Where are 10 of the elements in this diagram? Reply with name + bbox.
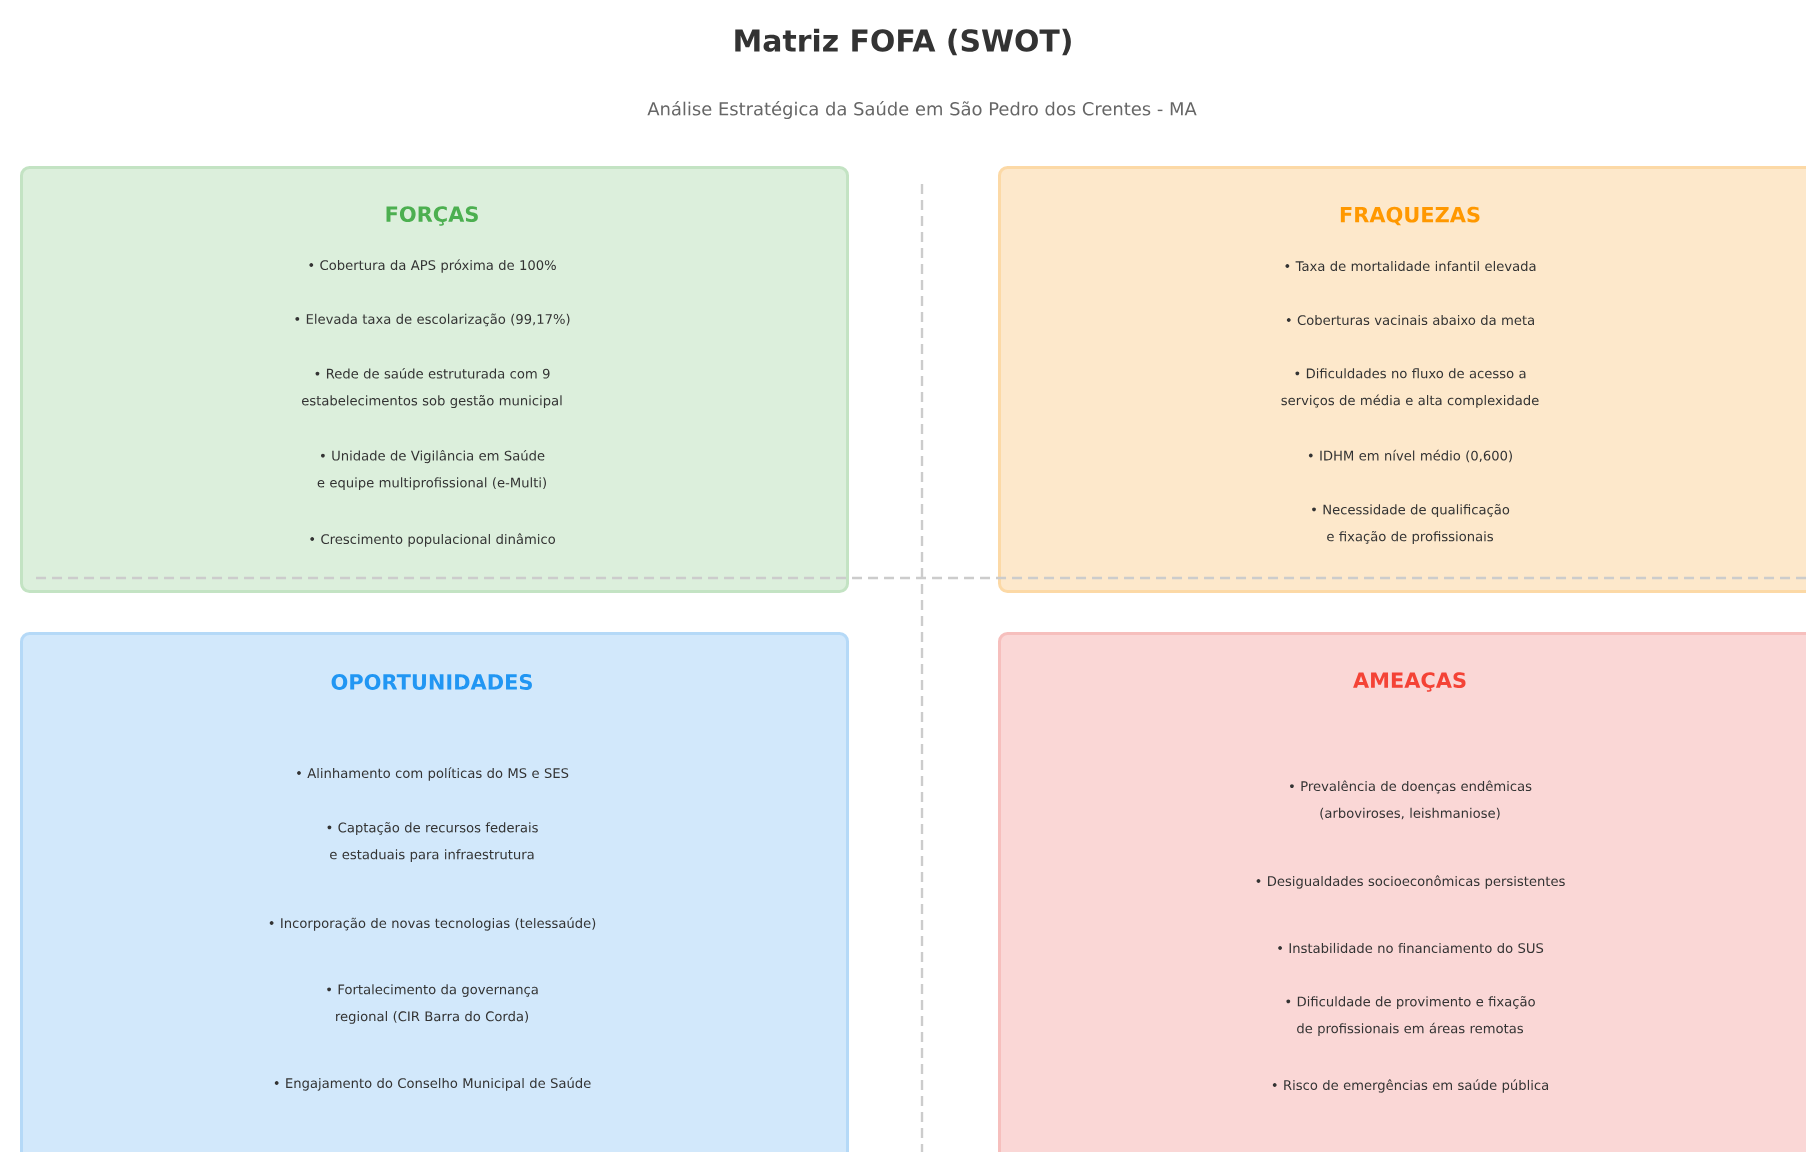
quadrant-box	[20, 166, 849, 593]
quadrant-box	[998, 166, 1806, 593]
quadrant-heading: OPORTUNIDADES	[331, 674, 532, 690]
quadrant-box	[20, 632, 849, 1152]
quadrant-box	[998, 632, 1806, 1152]
title: Matriz FOFA (SWOT)	[735, 28, 1071, 56]
subtitle: Análise Estratégica da Saúde em São Pedro dos Crentes - MA	[647, 100, 1197, 119]
quadrant-heading: FORÇAS	[386, 206, 478, 226]
quadrant-heading: AMEAÇAS	[1353, 672, 1466, 692]
quadrant-heading: FRAQUEZAS	[1340, 206, 1480, 226]
